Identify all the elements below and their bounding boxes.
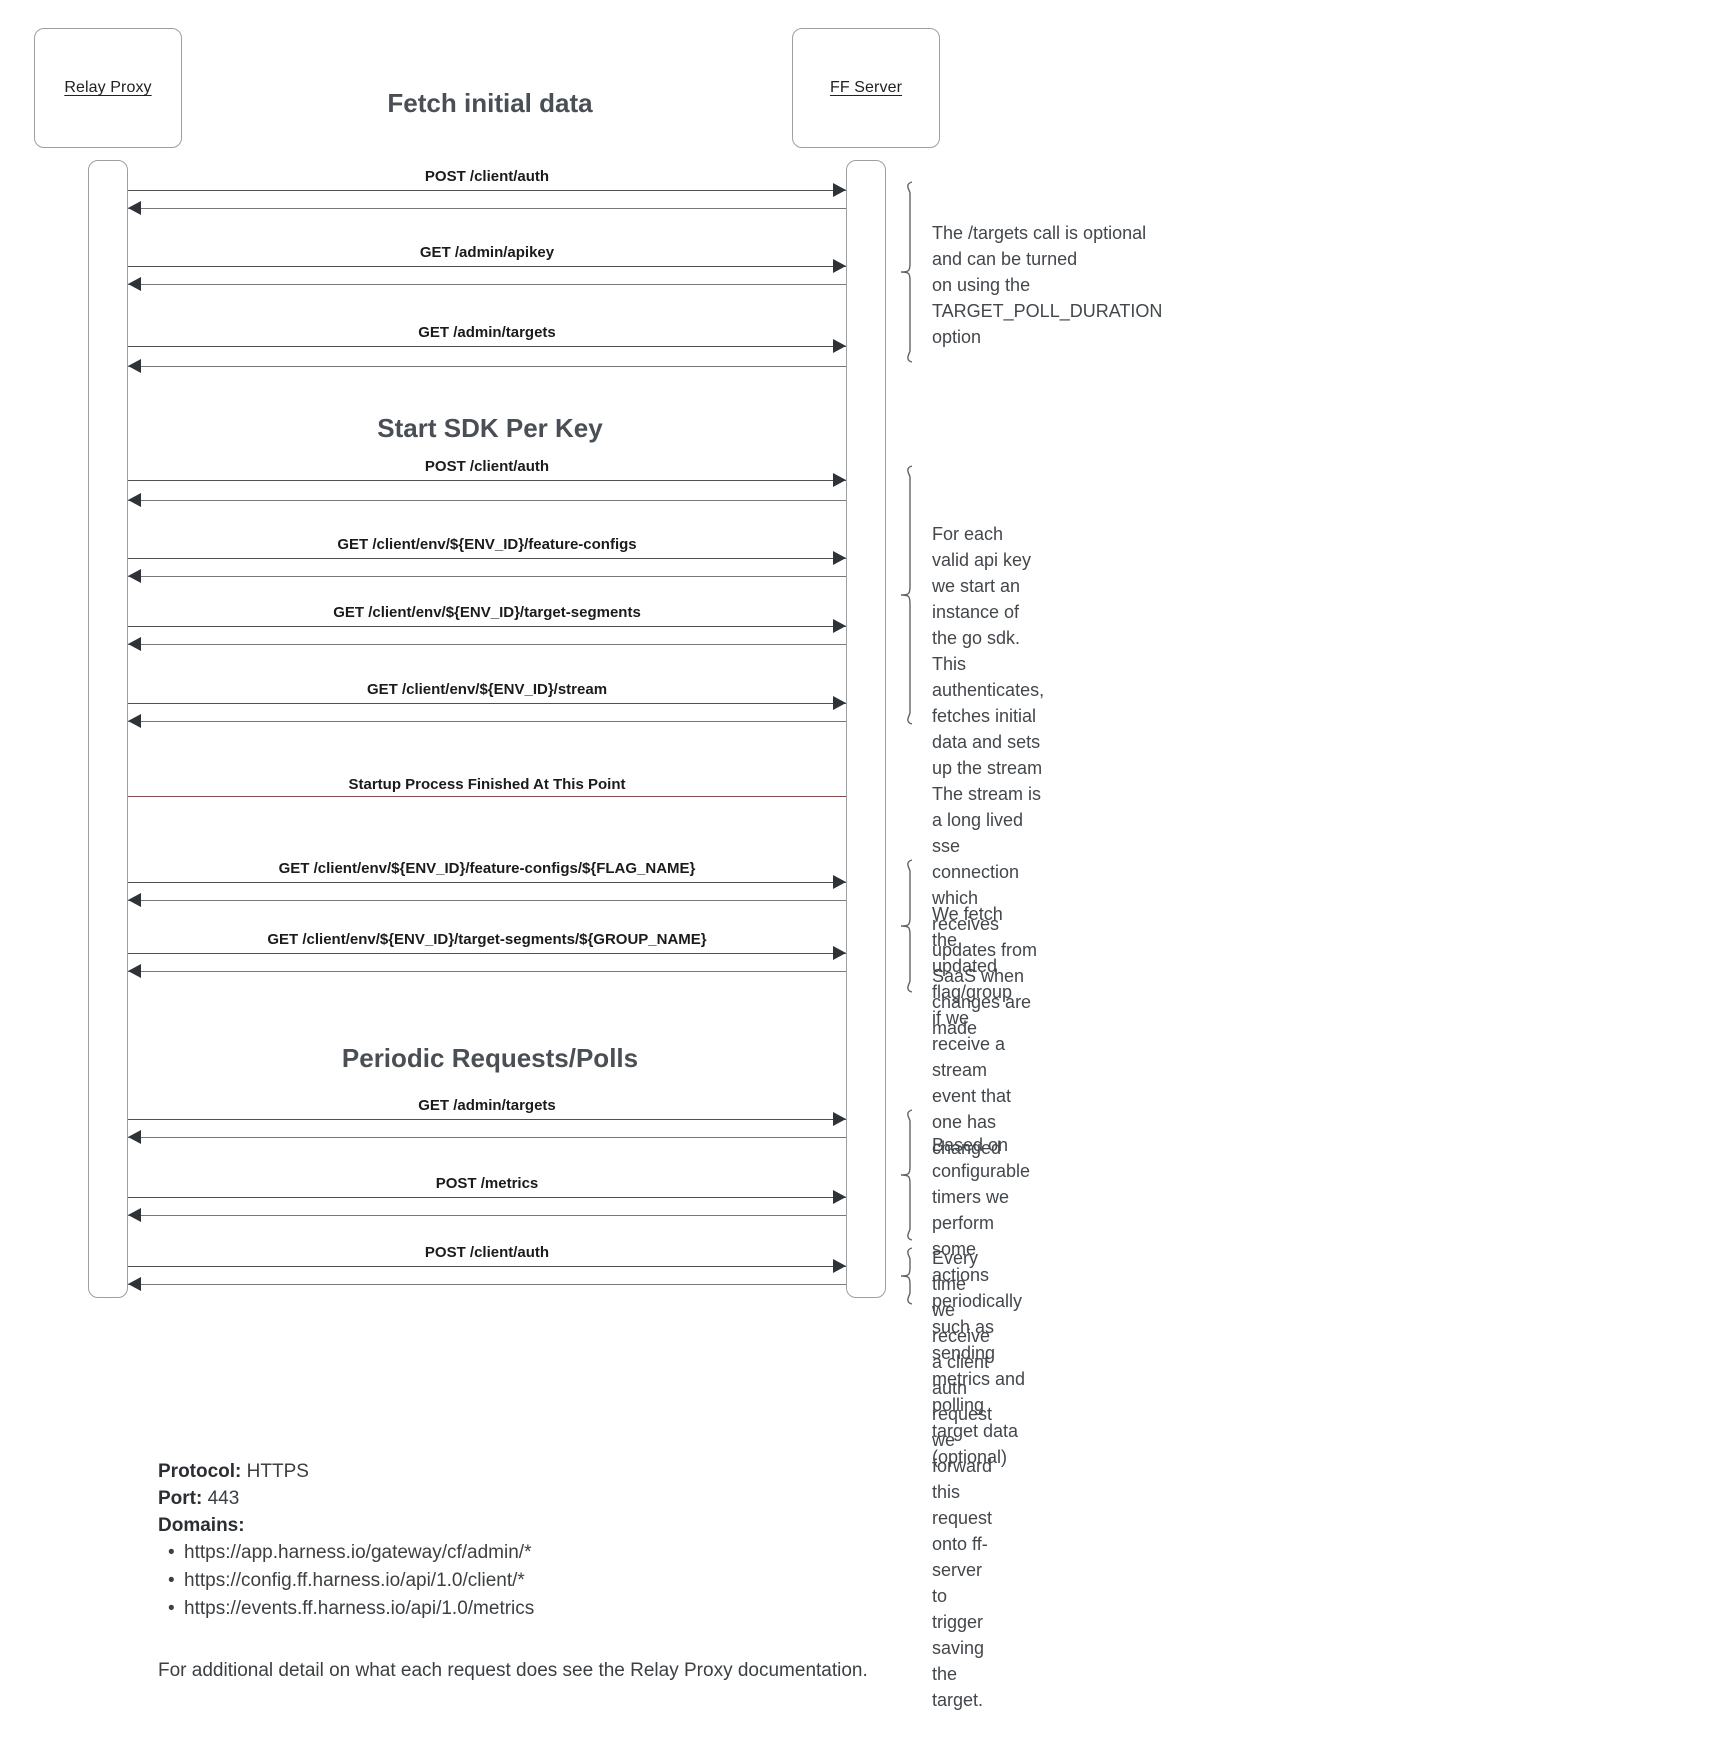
arrow-head-right bbox=[833, 339, 846, 353]
message-line bbox=[128, 346, 846, 347]
arrow-head-left bbox=[128, 569, 141, 583]
arrow-head-right bbox=[833, 696, 846, 710]
message-label: GET /admin/apikey bbox=[419, 244, 555, 261]
note-text: We fetch the updated flag/group if we re… bbox=[932, 904, 1013, 1158]
participant-box-relay-proxy: Relay Proxy bbox=[34, 28, 182, 148]
protocol-row: Protocol: HTTPS bbox=[158, 1458, 534, 1485]
arrow-head-right bbox=[833, 183, 846, 197]
arrow-head-right bbox=[833, 259, 846, 273]
protocol-value: HTTPS bbox=[246, 1461, 309, 1482]
port-label: Port: bbox=[158, 1488, 203, 1509]
arrow-head-left bbox=[128, 714, 141, 728]
domain-list-item: https://config.ff.harness.io/api/1.0/cli… bbox=[168, 1567, 534, 1595]
participant-label: Relay Proxy bbox=[64, 79, 152, 96]
arrow-head-left bbox=[128, 893, 141, 907]
arrow-head-right bbox=[833, 875, 846, 889]
section-title: Fetch initial data bbox=[387, 88, 593, 118]
arrow-head-left bbox=[128, 277, 141, 291]
section-title: Periodic Requests/Polls bbox=[341, 1043, 639, 1073]
message-label: GET /admin/targets bbox=[418, 1097, 556, 1114]
message-line bbox=[128, 971, 846, 972]
curly-brace-icon bbox=[900, 181, 913, 363]
relay-proxy-lifeline bbox=[88, 160, 128, 1298]
arrow-head-right bbox=[833, 551, 846, 565]
message-label: POST /client/auth bbox=[424, 168, 550, 185]
section-title: Start SDK Per Key bbox=[377, 413, 603, 443]
message-line bbox=[128, 576, 846, 577]
message-line bbox=[128, 190, 846, 191]
note-text: For each valid api key we start an insta… bbox=[932, 524, 1045, 1038]
note-text: Every time we receive a client auth requ… bbox=[932, 1248, 993, 1710]
arrow-head-left bbox=[128, 1208, 141, 1222]
arrow-head-right bbox=[833, 619, 846, 633]
message-line bbox=[128, 644, 846, 645]
curly-brace-icon bbox=[900, 1247, 913, 1305]
message-line bbox=[128, 500, 846, 501]
arrow-head-left bbox=[128, 964, 141, 978]
message-line bbox=[128, 626, 846, 627]
message-label: POST /client/auth bbox=[424, 1244, 550, 1261]
curly-brace-icon bbox=[900, 859, 913, 993]
message-label: GET /client/env/${ENV_ID}/feature-config… bbox=[337, 536, 637, 553]
arrow-head-left bbox=[128, 1277, 141, 1291]
message-line bbox=[128, 284, 846, 285]
message-label: GET /client/env/${ENV_ID}/target-segment… bbox=[267, 931, 707, 948]
arrow-head-right bbox=[833, 946, 846, 960]
message-line bbox=[128, 721, 846, 722]
arrow-head-right bbox=[833, 1259, 846, 1273]
message-label: POST /client/auth bbox=[424, 458, 550, 475]
message-line bbox=[128, 1266, 846, 1267]
port-value: 443 bbox=[207, 1488, 240, 1509]
arrow-head-left bbox=[128, 201, 141, 215]
domain-list-item: https://events.ff.harness.io/api/1.0/met… bbox=[168, 1595, 534, 1623]
note-text: Based on configurable timers we perform … bbox=[932, 1135, 1031, 1467]
footnote-text: For additional detail on what each reque… bbox=[158, 1660, 868, 1681]
footer-info-block: Protocol: HTTPS Port: 443 Domains: https… bbox=[158, 1458, 534, 1623]
message-label: GET /client/env/${ENV_ID}/feature-config… bbox=[278, 860, 696, 877]
message-label: GET /admin/targets bbox=[418, 324, 556, 341]
message-line bbox=[128, 900, 846, 901]
message-label: POST /metrics bbox=[435, 1175, 539, 1192]
curly-brace-icon bbox=[900, 1109, 913, 1241]
message-line bbox=[128, 1215, 846, 1216]
divider-line bbox=[128, 796, 846, 797]
message-line bbox=[128, 266, 846, 267]
message-line bbox=[128, 480, 846, 481]
note-text: The /targets call is optional and can be… bbox=[932, 223, 1163, 347]
arrow-head-left bbox=[128, 359, 141, 373]
message-line bbox=[128, 882, 846, 883]
message-label: GET /client/env/${ENV_ID}/target-segment… bbox=[333, 604, 641, 621]
port-row: Port: 443 bbox=[158, 1485, 534, 1512]
arrow-head-left bbox=[128, 1130, 141, 1144]
message-line bbox=[128, 1284, 846, 1285]
protocol-label: Protocol: bbox=[158, 1461, 242, 1482]
message-line bbox=[128, 558, 846, 559]
domains-row: Domains: bbox=[158, 1512, 534, 1539]
domain-list: https://app.harness.io/gateway/cf/admin/… bbox=[158, 1539, 534, 1623]
curly-brace-icon bbox=[900, 465, 913, 725]
message-line bbox=[128, 1119, 846, 1120]
message-line bbox=[128, 1137, 846, 1138]
message-line bbox=[128, 208, 846, 209]
domains-label: Domains: bbox=[158, 1515, 245, 1536]
message-line bbox=[128, 953, 846, 954]
message-line bbox=[128, 703, 846, 704]
domain-list-item: https://app.harness.io/gateway/cf/admin/… bbox=[168, 1539, 534, 1567]
arrow-head-left bbox=[128, 493, 141, 507]
arrow-head-right bbox=[833, 1190, 846, 1204]
participant-box-ff-server: FF Server bbox=[792, 28, 940, 148]
ff-server-lifeline bbox=[846, 160, 886, 1298]
arrow-head-left bbox=[128, 637, 141, 651]
arrow-head-right bbox=[833, 1112, 846, 1126]
message-line bbox=[128, 1197, 846, 1198]
participant-label: FF Server bbox=[829, 79, 903, 96]
message-line bbox=[128, 366, 846, 367]
arrow-head-right bbox=[833, 473, 846, 487]
message-label: GET /client/env/${ENV_ID}/stream bbox=[366, 681, 608, 698]
divider-label: Startup Process Finished At This Point bbox=[348, 776, 626, 793]
